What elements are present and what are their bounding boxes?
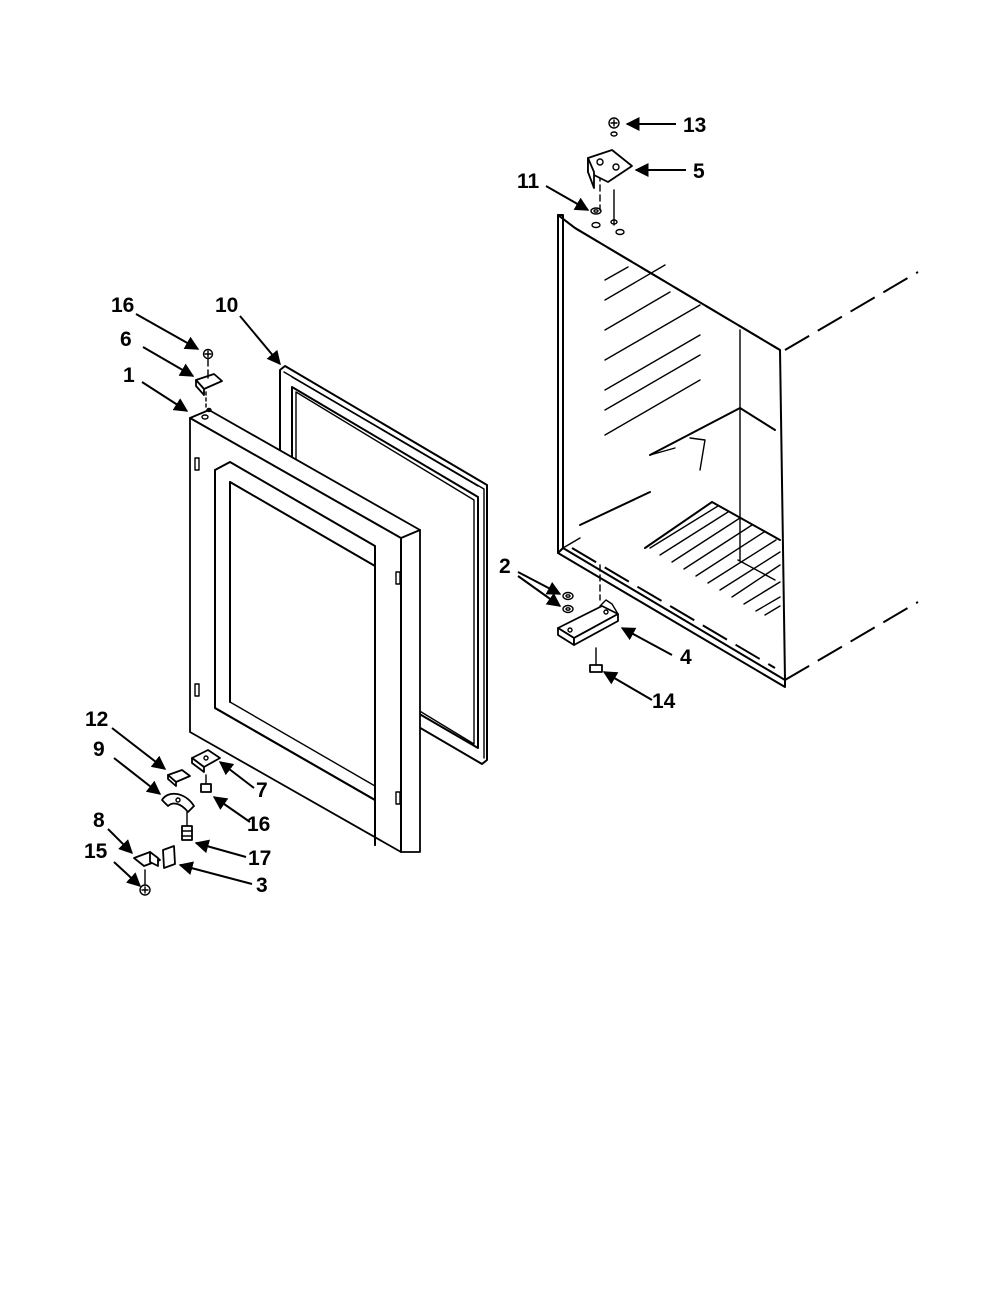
callout-15: 15 — [84, 840, 108, 863]
door — [189, 407, 421, 853]
callout-labels: 13 5 11 16 10 6 1 2 4 14 12 9 7 16 8 17 … — [84, 114, 706, 897]
washer-11 — [590, 207, 602, 215]
callout-2: 2 — [499, 555, 511, 578]
bracket-12 — [167, 769, 191, 787]
side-vents — [604, 264, 701, 436]
screw-16-top — [202, 348, 214, 367]
callout-13: 13 — [683, 114, 706, 137]
bracket-8 — [133, 851, 161, 867]
leader-lines — [107, 117, 686, 887]
cam-9 — [161, 792, 195, 813]
callout-3: 3 — [256, 874, 268, 897]
callout-9: 9 — [93, 738, 105, 761]
door-top-hinge — [195, 369, 223, 411]
cabinet — [557, 174, 919, 688]
bottom-grille — [644, 501, 781, 616]
washers-2 — [562, 591, 574, 614]
callout-11: 11 — [517, 170, 540, 193]
callout-10: 10 — [215, 294, 238, 317]
callout-17: 17 — [248, 847, 271, 870]
screw-16-bottom — [200, 774, 212, 793]
bottom-hinge-right — [557, 599, 619, 646]
pin-17 — [181, 811, 193, 841]
callout-1: 1 — [123, 364, 135, 387]
callout-6: 6 — [120, 328, 132, 351]
door-bottom-hinge-7 — [191, 749, 221, 773]
callout-16-top: 16 — [111, 294, 134, 317]
screw-15 — [139, 869, 151, 896]
screw-14 — [589, 647, 603, 673]
callout-12: 12 — [85, 708, 108, 731]
callout-5: 5 — [693, 160, 705, 183]
callout-4: 4 — [680, 646, 692, 669]
screw-13 — [608, 117, 620, 137]
callout-7: 7 — [256, 779, 268, 802]
shim-3 — [162, 845, 176, 869]
callout-16-bottom: 16 — [247, 813, 270, 836]
top-hinge-bracket — [587, 149, 633, 226]
callout-8: 8 — [93, 809, 105, 832]
callout-14: 14 — [652, 690, 676, 713]
